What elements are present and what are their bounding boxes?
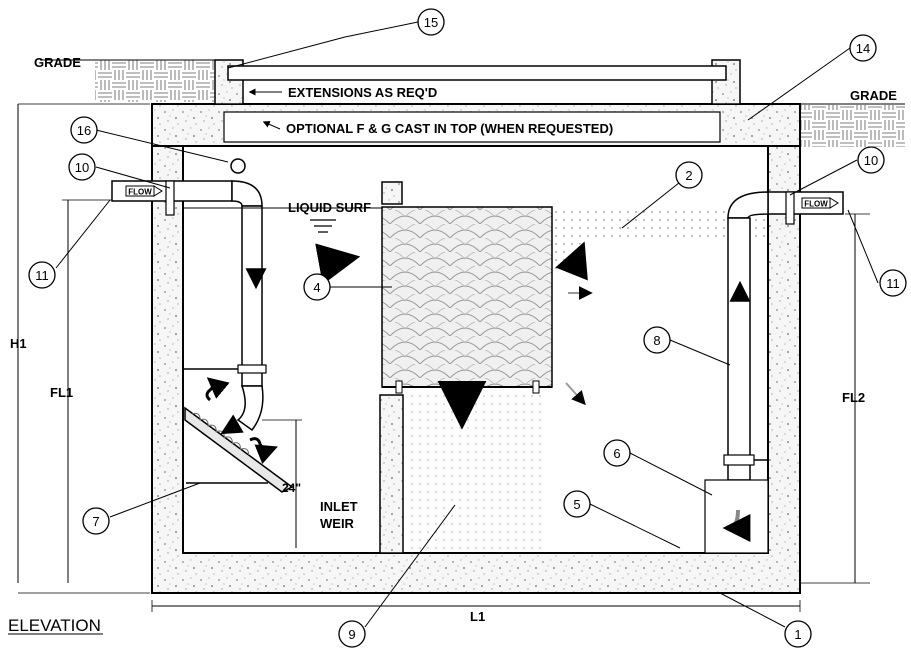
- callout-7: 7: [82, 507, 110, 535]
- svg-text:7: 7: [92, 514, 99, 529]
- fl1-label: FL1: [50, 385, 73, 400]
- grade-right-label: GRADE: [850, 88, 897, 103]
- inlet-label: INLET: [320, 499, 358, 514]
- svg-text:10: 10: [864, 153, 878, 168]
- inlet-drop-pipe: [241, 205, 263, 387]
- outlet-riser-pipe: [727, 217, 751, 481]
- dimension-24-label: 24": [282, 481, 301, 495]
- flow-out-label: FLOW: [804, 200, 828, 209]
- ground-right: [795, 105, 905, 147]
- fl2-label: FL2: [842, 390, 865, 405]
- callout-10-right: 10: [857, 146, 885, 174]
- ground-left: [95, 60, 215, 102]
- svg-text:1: 1: [794, 627, 801, 642]
- optional-cast-label: OPTIONAL F & G CAST IN TOP (WHEN REQUEST…: [286, 121, 613, 136]
- svg-text:9: 9: [348, 627, 355, 642]
- callout-4: 4: [303, 273, 331, 301]
- h1-label: H1: [10, 336, 27, 351]
- svg-text:14: 14: [856, 41, 870, 56]
- svg-text:11: 11: [886, 276, 900, 291]
- vent-circle: [230, 158, 246, 174]
- grade-left-label: GRADE: [34, 55, 81, 70]
- coalescing-media-pack: [381, 206, 553, 388]
- callout-6: 6: [603, 439, 631, 467]
- svg-text:2: 2: [685, 168, 692, 183]
- oil-layer: [552, 210, 768, 270]
- svg-text:8: 8: [653, 333, 660, 348]
- callout-2: 2: [675, 161, 703, 189]
- callout-11-right: 11: [879, 269, 907, 297]
- weir-label: WEIR: [320, 516, 355, 531]
- cover: [227, 65, 727, 81]
- callout-1: 1: [784, 620, 812, 648]
- extensions-label: EXTENSIONS AS REQ'D: [288, 85, 437, 100]
- svg-text:11: 11: [35, 268, 49, 283]
- callout-16: 16: [70, 116, 98, 144]
- callout-8: 8: [643, 326, 671, 354]
- callout-10-left: 10: [68, 153, 96, 181]
- inlet-weir-wall: [379, 394, 404, 554]
- callout-9: 9: [338, 620, 366, 648]
- elevation-title: ELEVATION: [8, 616, 101, 635]
- svg-text:10: 10: [75, 160, 89, 175]
- flow-in-label: FLOW: [128, 188, 152, 197]
- svg-text:4: 4: [313, 280, 320, 295]
- svg-text:15: 15: [424, 15, 438, 30]
- water-level-symbol: [310, 219, 336, 233]
- callout-5: 5: [563, 490, 591, 518]
- svg-text:6: 6: [613, 446, 620, 461]
- l1-label: L1: [470, 609, 485, 624]
- callout-14: 14: [849, 34, 877, 62]
- callout-11-left: 11: [28, 261, 56, 289]
- sludge-zone: [405, 395, 545, 553]
- inlet-elbow: [236, 385, 264, 432]
- callout-15: 15: [417, 8, 445, 36]
- frame-grate: [223, 111, 721, 143]
- svg-text:5: 5: [573, 497, 580, 512]
- svg-text:16: 16: [77, 123, 91, 138]
